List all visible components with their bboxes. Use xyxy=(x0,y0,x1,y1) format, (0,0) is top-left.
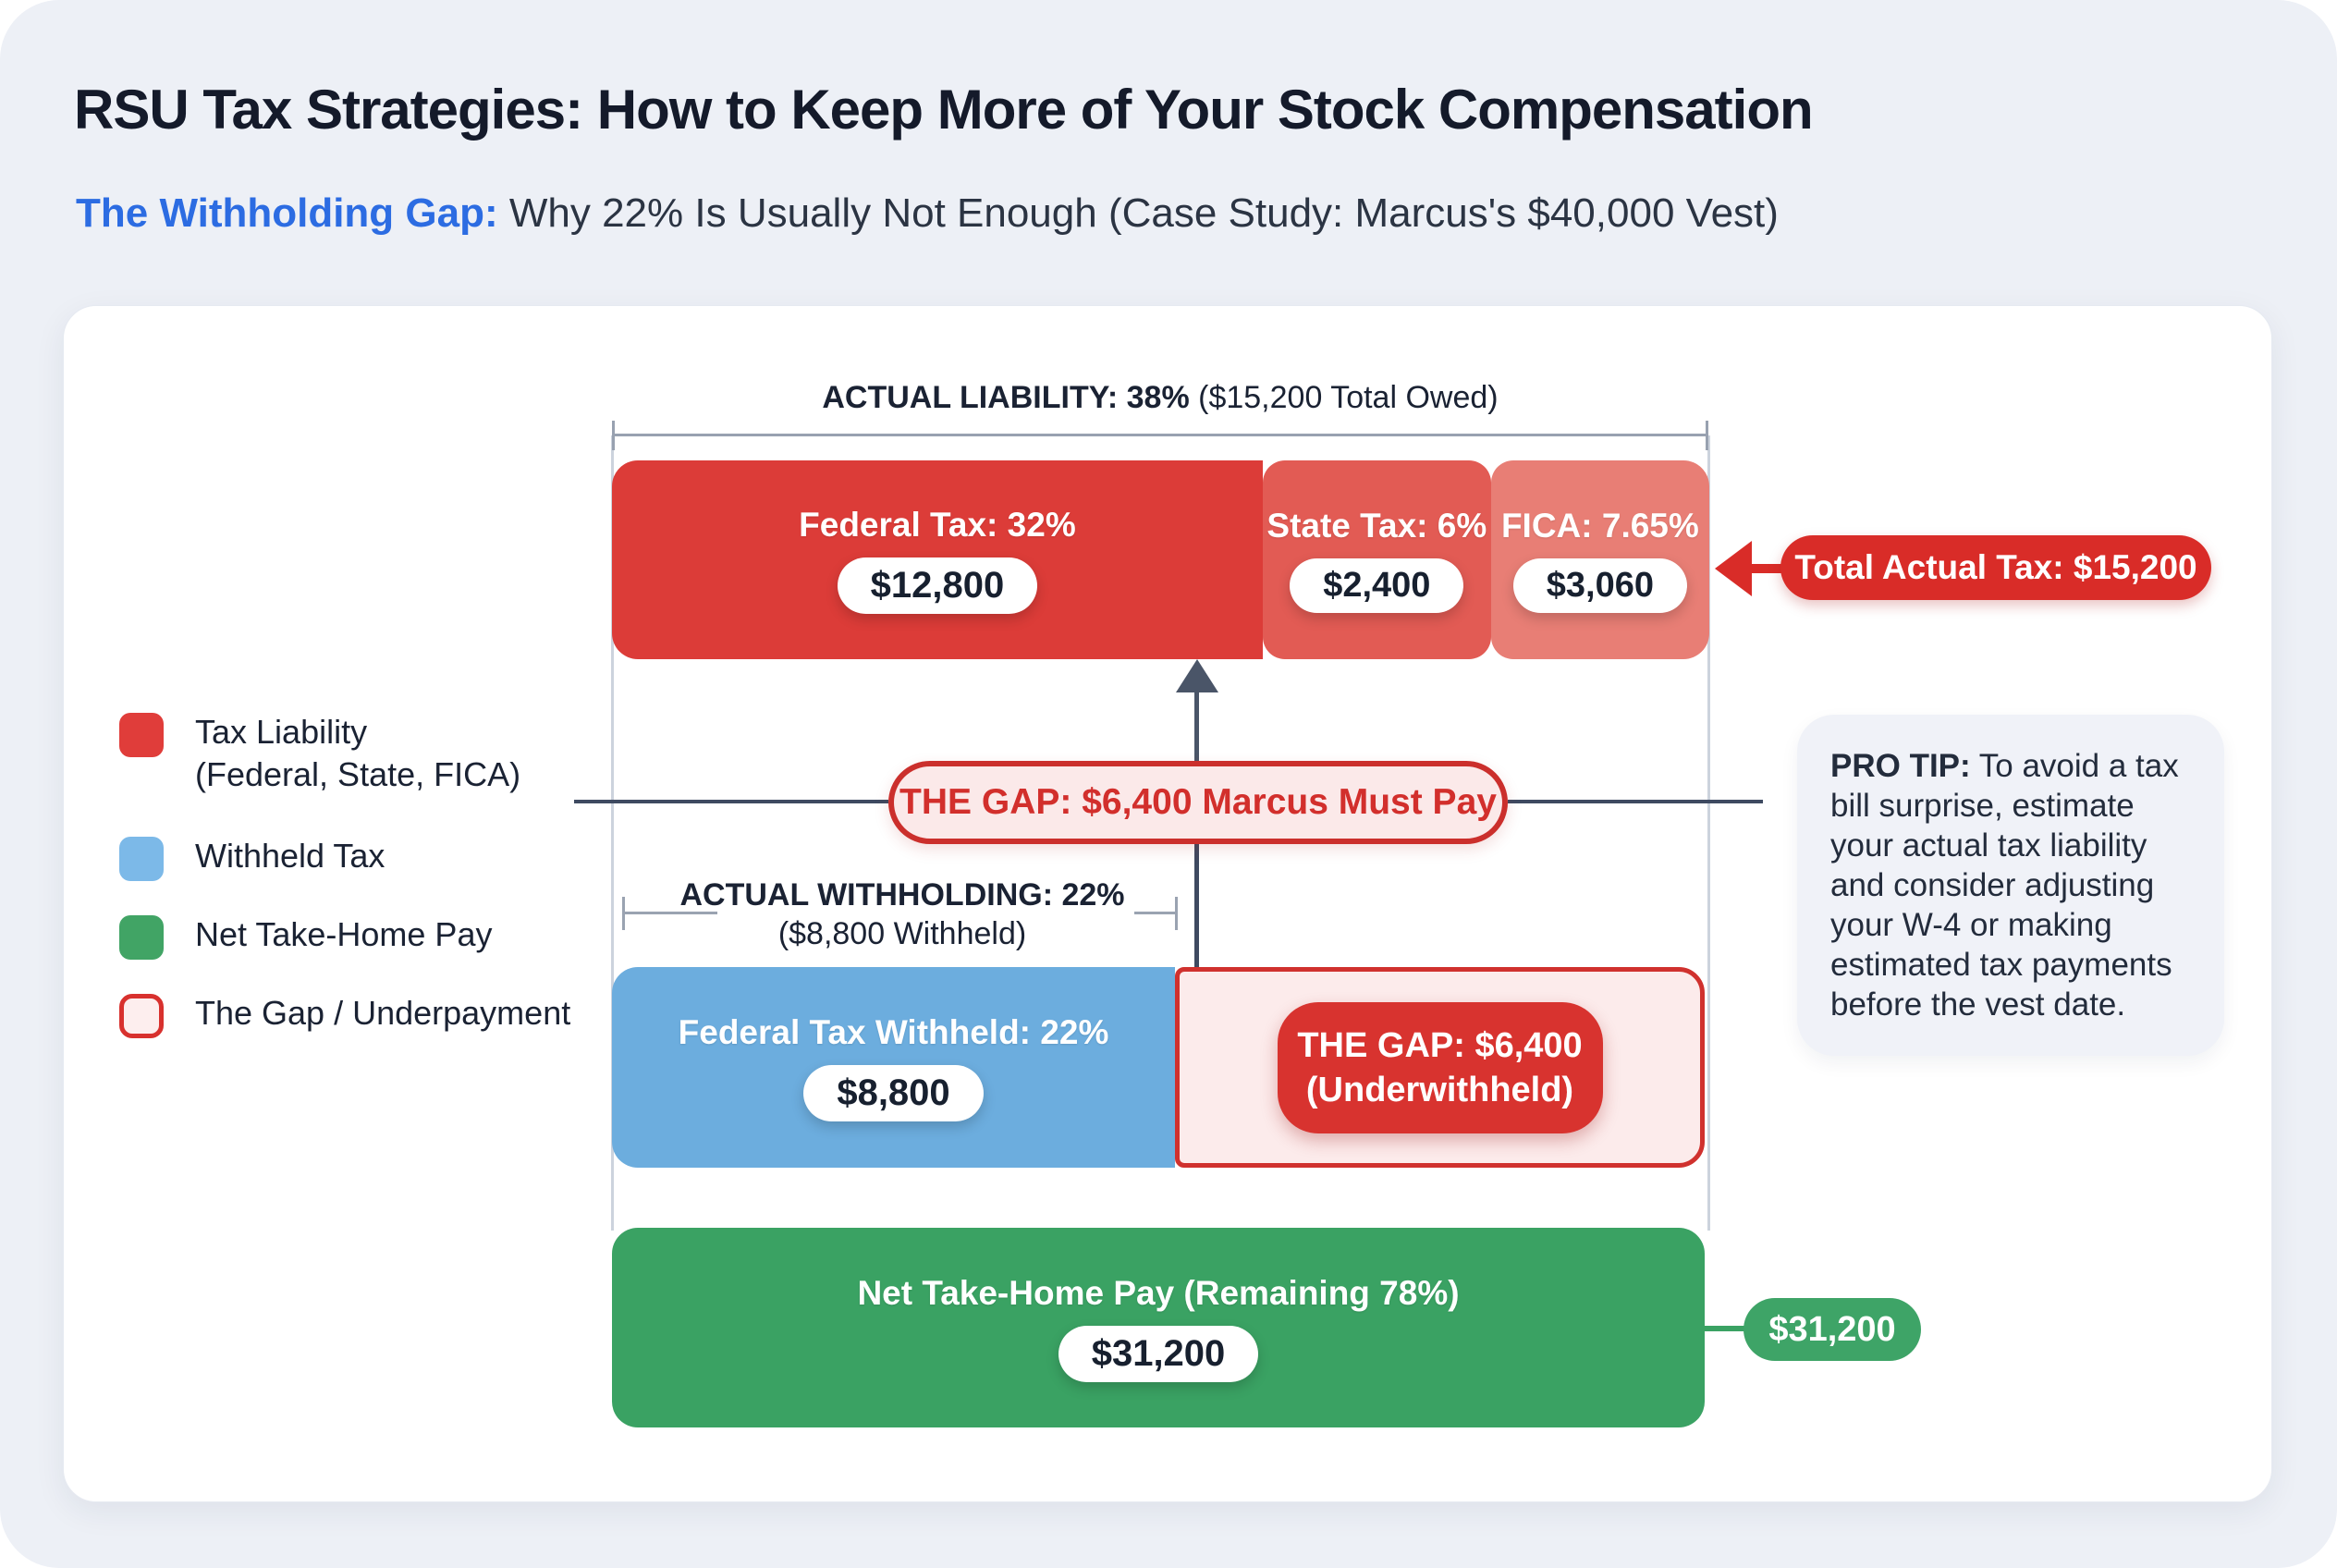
withheld-tax-content: Federal Tax Withheld: 22% $8,800 xyxy=(612,967,1175,1168)
pro-tip-box: PRO TIP: To avoid a tax bill surprise, e… xyxy=(1797,715,2224,1056)
total-tax-arrow-icon xyxy=(1715,541,1752,596)
liability-bracket-line xyxy=(612,434,1708,436)
page-subtitle: The Withholding Gap: Why 22% Is Usually … xyxy=(76,190,1779,237)
withholding-bracket-line-right xyxy=(1134,912,1177,914)
actual-withholding-header: ACTUAL WITHHOLDING: 22% ($8,800 Withheld… xyxy=(625,876,1180,953)
gap-up-arrow-shaft xyxy=(1194,689,1199,761)
underwithheld-gap-badge: THE GAP: $6,400 (Underwithheld) xyxy=(1277,1001,1603,1133)
subtitle-highlight: The Withholding Gap: xyxy=(76,190,498,236)
left-guide-line xyxy=(611,435,614,1231)
net-take-home-bar: Net Take-Home Pay (Remaining 78%) $31,20… xyxy=(612,1228,1705,1427)
legend-item-gap: The Gap / Underpayment xyxy=(119,992,570,1038)
gap-badge-line1: THE GAP: $6,400 xyxy=(1297,1025,1583,1065)
tax-liability-bar: Federal Tax: 32% $12,800 State Tax: 6% $… xyxy=(612,460,1709,659)
federal-tax-segment: Federal Tax: 32% $12,800 xyxy=(612,460,1263,659)
page-title: RSU Tax Strategies: How to Keep More of … xyxy=(74,79,1814,141)
fica-segment: FICA: 7.65% $3,060 xyxy=(1490,460,1709,659)
diagram-card: ACTUAL LIABILITY: 38% ($15,200 Total Owe… xyxy=(63,305,2272,1502)
withholding-bracket-line-left xyxy=(625,912,717,914)
withheld-tax-swatch xyxy=(119,837,164,881)
withheld-tax-amount: $8,800 xyxy=(803,1065,984,1121)
pro-tip-text: To avoid a tax bill surprise, estimate y… xyxy=(1830,748,2179,1023)
federal-tax-amount: $12,800 xyxy=(837,557,1038,614)
legend-label: Net Take-Home Pay xyxy=(195,915,493,953)
gap-down-connector xyxy=(1194,844,1199,968)
withholding-bracket-tick-right xyxy=(1175,897,1178,930)
gap-swatch xyxy=(119,994,164,1038)
liability-bracket-tick-right xyxy=(1706,421,1708,450)
liability-bracket-tick-left xyxy=(612,421,615,450)
legend-label: Withheld Tax xyxy=(195,837,385,875)
state-tax-segment: State Tax: 6% $2,400 xyxy=(1262,460,1491,659)
state-tax-label: State Tax: 6% xyxy=(1266,507,1487,545)
actual-withholding-header-bold: ACTUAL WITHHOLDING: 22% xyxy=(679,877,1125,913)
fica-label: FICA: 7.65% xyxy=(1500,507,1699,545)
gap-connector-left xyxy=(574,800,888,803)
net-take-home-badge: $31,200 xyxy=(1744,1298,1921,1361)
legend-item-net-take-home: Net Take-Home Pay xyxy=(119,913,492,960)
net-take-home-amount: $31,200 xyxy=(1058,1325,1259,1382)
net-badge-connector xyxy=(1705,1326,1749,1331)
total-tax-arrow-shaft xyxy=(1746,564,1785,573)
legend-label: Tax Liability (Federal, State, FICA) xyxy=(195,711,520,796)
legend-item-tax-liability: Tax Liability (Federal, State, FICA) xyxy=(119,711,520,796)
actual-liability-header-bold: ACTUAL LIABILITY: 38% xyxy=(822,380,1190,415)
withheld-tax-bar: Federal Tax Withheld: 22% $8,800 xyxy=(612,967,1175,1168)
gap-up-arrow-icon xyxy=(1176,659,1218,692)
actual-liability-header-rest: ($15,200 Total Owed) xyxy=(1189,380,1499,415)
legend-label-line1: Tax Liability xyxy=(195,713,368,751)
net-take-home-content: Net Take-Home Pay (Remaining 78%) $31,20… xyxy=(612,1228,1705,1427)
underwithheld-gap-box: THE GAP: $6,400 (Underwithheld) xyxy=(1175,967,1705,1168)
actual-withholding-header-sub: ($8,800 Withheld) xyxy=(777,916,1027,951)
right-guide-line xyxy=(1707,435,1710,1231)
withholding-bracket-tick-left xyxy=(622,897,625,930)
net-take-home-label: Net Take-Home Pay (Remaining 78%) xyxy=(857,1273,1460,1312)
total-actual-tax-badge: Total Actual Tax: $15,200 xyxy=(1780,535,2211,600)
legend-item-withheld-tax: Withheld Tax xyxy=(119,835,385,881)
fica-amount: $3,060 xyxy=(1512,558,1687,613)
withheld-tax-label: Federal Tax Withheld: 22% xyxy=(678,1013,1109,1051)
federal-tax-label: Federal Tax: 32% xyxy=(799,506,1076,544)
state-tax-amount: $2,400 xyxy=(1290,558,1464,613)
legend-label-line2: (Federal, State, FICA) xyxy=(195,755,521,793)
net-take-home-swatch xyxy=(119,915,164,960)
pro-tip-label: PRO TIP: xyxy=(1830,748,1971,784)
gap-badge-line2: (Underwithheld) xyxy=(1305,1070,1574,1109)
gap-connector-right xyxy=(1508,800,1763,803)
tax-liability-swatch xyxy=(119,713,164,757)
legend-label: The Gap / Underpayment xyxy=(195,994,571,1032)
actual-liability-header: ACTUAL LIABILITY: 38% ($15,200 Total Owe… xyxy=(744,380,1576,416)
subtitle-rest: Why 22% Is Usually Not Enough (Case Stud… xyxy=(497,190,1779,236)
gap-callout-pill: THE GAP: $6,400 Marcus Must Pay xyxy=(888,761,1508,844)
